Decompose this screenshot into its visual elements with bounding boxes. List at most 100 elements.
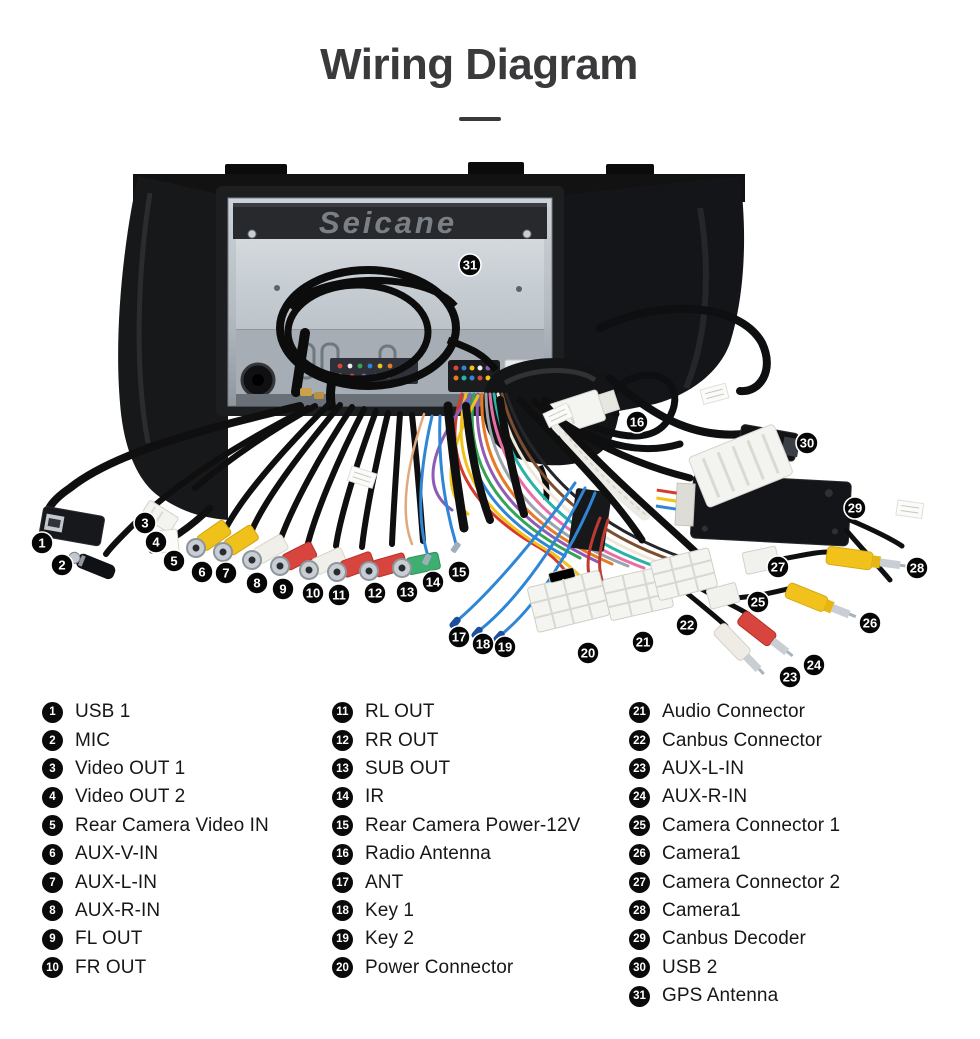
callout-marker-circle — [778, 665, 802, 689]
callout-marker-number: 29 — [848, 501, 862, 516]
legend-item-number: 14 — [332, 786, 353, 808]
callout-marker-circle — [395, 580, 419, 604]
callout-marker-number: 15 — [452, 565, 466, 580]
callout-marker-circle — [493, 635, 517, 659]
callout-marker-25: 25 — [746, 590, 770, 614]
legend-item-label: ANT — [365, 871, 404, 893]
callout-marker-20: 20 — [576, 641, 600, 665]
legend-item: 30 USB 2 — [629, 954, 840, 982]
legend-item-number: 30 — [629, 957, 650, 979]
legend-item-label: SUB OUT — [365, 757, 451, 779]
callout-marker-number: 20 — [581, 646, 595, 661]
callout-marker-17: 17 — [447, 625, 471, 649]
callout-marker-number: 21 — [636, 635, 650, 650]
callout-marker-4: 4 — [144, 530, 168, 554]
callout-marker-6: 6 — [190, 560, 214, 584]
legend-item-label: Audio Connector — [662, 701, 806, 723]
key-ant-wires — [449, 481, 597, 643]
callout-marker-21: 21 — [631, 630, 655, 654]
legend-item-number: 11 — [332, 701, 353, 723]
callout-marker-28: 28 — [905, 556, 929, 580]
callout-marker-8: 8 — [245, 571, 269, 595]
callout-marker-26: 26 — [858, 611, 882, 635]
legend-item-label: FL OUT — [75, 928, 143, 950]
legend-item-number: 28 — [629, 900, 650, 922]
legend-item: 11 RL OUT — [332, 698, 580, 726]
callout-marker-7: 7 — [214, 561, 238, 585]
legend-item-label: Camera1 — [662, 843, 741, 865]
legend-item-label: Video OUT 1 — [75, 757, 186, 779]
callout-marker-30: 30 — [795, 431, 819, 455]
callout-marker-number: 19 — [498, 640, 512, 655]
callout-marker-circle — [625, 410, 649, 434]
callout-marker-circle — [795, 431, 819, 455]
legend-item-number: 5 — [42, 815, 63, 837]
legend-item-number: 4 — [42, 786, 63, 808]
legend-item-label: Rear Camera Power-12V — [365, 814, 581, 836]
callout-marker-13: 13 — [395, 580, 419, 604]
callout-marker-number: 16 — [630, 415, 644, 430]
callout-marker-circle — [327, 583, 351, 607]
thin-wires-left — [404, 412, 461, 566]
legend-item: 19 Key 2 — [332, 925, 580, 953]
legend-item-number: 3 — [42, 758, 63, 780]
callout-marker-18: 18 — [471, 632, 495, 656]
callout-marker-circle — [802, 653, 826, 677]
legend-item-number: 31 — [629, 985, 650, 1007]
camera1-rca-yellow-a — [825, 546, 909, 571]
cable-bundles — [43, 396, 831, 629]
callout-marker-number: 14 — [426, 575, 441, 590]
callout-marker-29: 29 — [843, 496, 867, 520]
callout-marker-circle — [421, 570, 445, 594]
legend-item-label: Key 2 — [365, 928, 415, 950]
legend-item-label: USB 2 — [662, 956, 718, 978]
legend-item-label: Camera Connector 1 — [662, 814, 841, 836]
legend-item-number: 15 — [332, 815, 353, 837]
legend-item-number: 19 — [332, 928, 353, 950]
legend-item-label: Radio Antenna — [365, 843, 491, 865]
callout-marker-number: 30 — [800, 436, 814, 451]
callout-marker-number: 17 — [452, 630, 466, 645]
callout-marker-circle — [843, 496, 867, 520]
callout-marker-number: 24 — [807, 658, 822, 673]
callout-marker-3: 3 — [133, 511, 157, 535]
legend-item-label: IR — [365, 786, 385, 808]
legend-item-number: 17 — [332, 872, 353, 894]
callout-marker-circle — [214, 561, 238, 585]
callout-marker-circle — [458, 253, 482, 277]
legend-item-label: MIC — [75, 729, 111, 751]
callout-marker-number: 6 — [198, 565, 205, 580]
legend-item-number: 22 — [629, 730, 650, 752]
legend-item: 3 Video OUT 1 — [42, 755, 269, 783]
callout-marker-number: 11 — [332, 588, 346, 603]
legend-item-label: RL OUT — [365, 701, 435, 723]
callout-marker-circle — [675, 613, 699, 637]
callout-marker-number: 4 — [152, 535, 160, 550]
legend-item-number: 24 — [629, 786, 650, 808]
legend-item-label: AUX-L-IN — [75, 871, 158, 893]
legend-item-label: GPS Antenna — [662, 985, 779, 1007]
legend-item-number: 21 — [629, 701, 650, 723]
legend-item: 17 ANT — [332, 868, 580, 896]
callout-marker-circle — [301, 581, 325, 605]
legend-item-label: USB 1 — [75, 701, 131, 723]
callout-marker-circle — [190, 560, 214, 584]
callout-marker-number: 5 — [170, 554, 177, 569]
callout-marker-circle — [30, 531, 54, 555]
callout-marker-number: 1 — [38, 536, 45, 551]
